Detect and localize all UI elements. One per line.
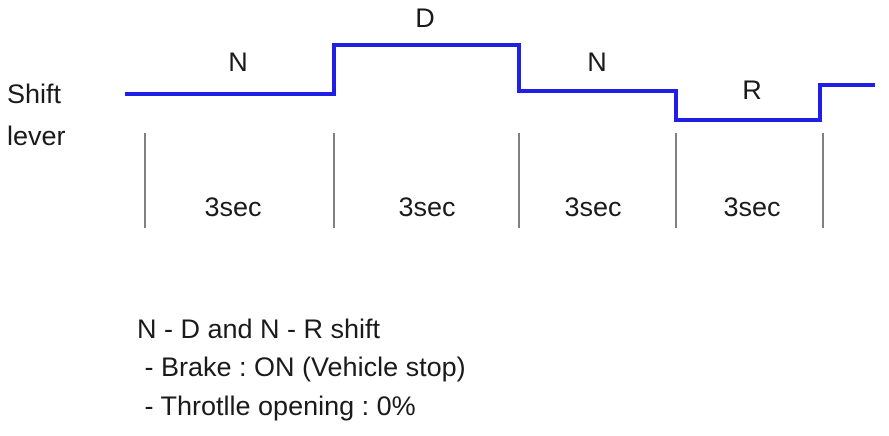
condition-throttle: - Throtlle opening : 0% — [137, 391, 416, 421]
state-label-d: D — [415, 3, 435, 33]
shift-lever-signal-line — [125, 43, 875, 122]
duration-label: 3sec — [398, 192, 455, 222]
axis-label-shift: Shift — [7, 79, 62, 109]
conditions-title: N - D and N - R shift — [137, 314, 381, 344]
duration-label: 3sec — [204, 192, 261, 222]
state-label-n1: N — [228, 47, 248, 77]
state-label-n2: N — [587, 47, 607, 77]
axis-label-lever: lever — [7, 121, 66, 151]
duration-label: 3sec — [723, 192, 780, 222]
condition-brake: - Brake : ON (Vehicle stop) — [137, 352, 466, 382]
duration-label: 3sec — [564, 192, 621, 222]
state-label-r: R — [742, 75, 762, 105]
